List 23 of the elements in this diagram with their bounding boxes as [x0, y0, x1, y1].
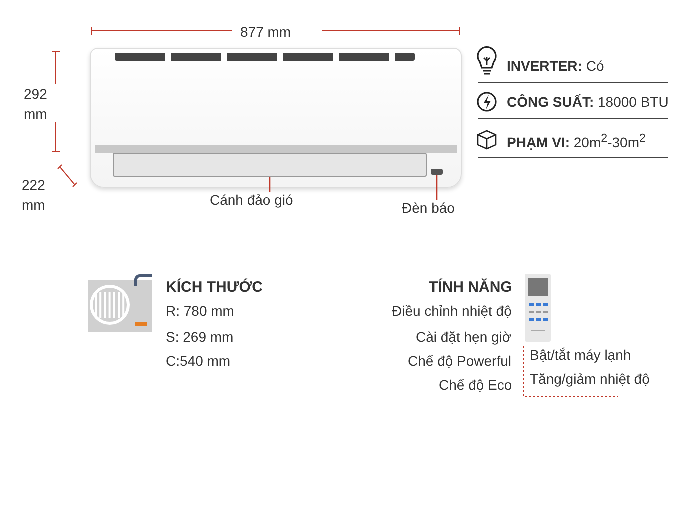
feature-text: Bật/tắt máy lạnh — [530, 347, 632, 363]
feature-text: Chế độ Eco — [439, 377, 512, 393]
section-heading: TÍNH NĂNG — [429, 279, 512, 296]
part-label: Đèn báo — [402, 200, 464, 218]
dimension-value: C:540 mm — [166, 353, 231, 369]
dimension-label: 292 mm — [24, 85, 48, 124]
section-heading: KÍCH THƯỚC — [166, 279, 263, 296]
spec-text: CÔNG SUẤT: 18000 BTU — [507, 94, 669, 110]
spec-text: INVERTER: Có — [507, 58, 604, 74]
leader-line — [269, 177, 271, 192]
air-vane — [113, 153, 427, 177]
feature-text: Tăng/giảm nhiệt độ — [530, 371, 650, 387]
dimension-label: 222 mm — [22, 176, 46, 215]
leader-line — [436, 175, 438, 200]
spec-text: PHẠM VI: 20m$^{2}$-30m$^{2}$ — [507, 132, 646, 151]
air-conditioner-drawing — [90, 48, 462, 188]
feature-text: Điều chỉnh nhiệt độ — [392, 303, 512, 319]
dimension-value: S: 269 mm — [166, 329, 234, 345]
part-label: Cánh đảo gió — [210, 192, 320, 212]
dimension-value: R: 780 mm — [166, 303, 234, 319]
feature-text: Chế độ Powerful — [408, 353, 512, 369]
indicator-light — [431, 169, 443, 175]
feature-text: Cài đặt hẹn giờ — [416, 329, 512, 345]
